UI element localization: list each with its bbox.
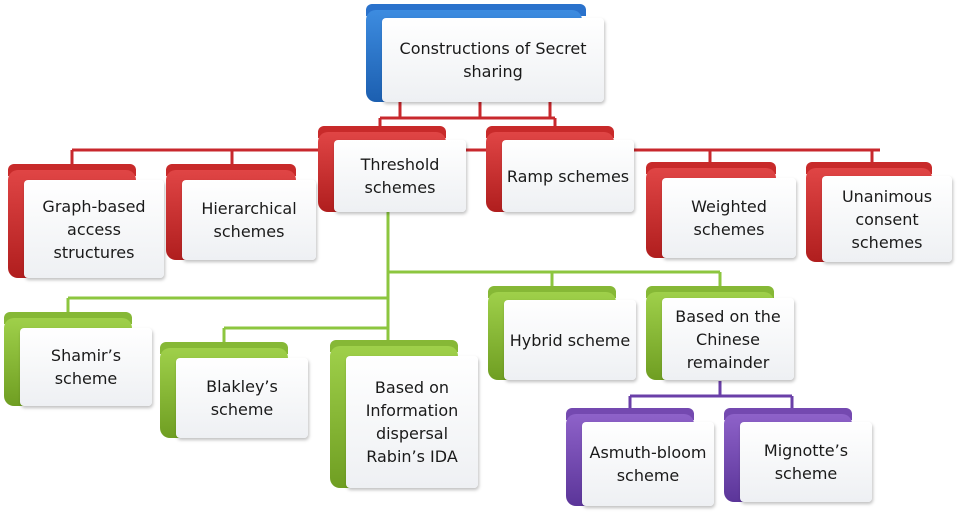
category-label: Ramp schemes [506,166,630,186]
category-threshold: Threshold schemes [318,126,466,212]
root-node-card: Constructions of Secret sharing [382,18,604,102]
threshold-child-blakley: Blakley’s scheme [160,342,308,440]
child-label: Based on the Chinese remainder [675,306,781,372]
category-graph-based: Graph-based access structures [8,164,164,280]
category-label: Weighted schemes [691,197,767,239]
child-label: Hybrid scheme [509,330,631,350]
category-label: Threshold schemes [360,155,440,197]
category-label: Unanimous consent schemes [841,186,933,252]
root-node: Constructions of Secret sharing [366,4,604,102]
threshold-child-shamir: Shamir’s scheme [4,312,152,408]
threshold-child-crt: Based on the Chinese remainder [646,286,794,382]
category-label: Graph-based access structures [42,196,146,262]
crt-child-label: Mignotte’s scheme [763,441,849,483]
crt-child-card: Asmuth-bloom scheme [582,422,714,506]
crt-child-asmuth-bloom: Asmuth-bloom scheme [566,408,714,508]
child-card: Shamir’s scheme [20,328,152,406]
threshold-child-ida: Based on Information dispersal Rabin’s I… [330,340,478,490]
crt-child-label: Asmuth-bloom scheme [589,443,707,485]
crt-child-card: Mignotte’s scheme [740,422,872,502]
category-card: Graph-based access structures [24,180,164,278]
root-label: Constructions of Secret sharing [399,39,587,81]
category-unanimous: Unanimous consent schemes [806,162,952,264]
category-card: Hierarchical schemes [182,180,316,260]
threshold-child-hybrid: Hybrid scheme [488,286,636,382]
child-card: Based on Information dispersal Rabin’s I… [346,356,478,488]
child-card: Hybrid scheme [504,300,636,380]
category-label: Hierarchical schemes [201,199,297,241]
child-label: Shamir’s scheme [50,346,122,388]
child-label: Blakley’s scheme [206,377,278,419]
category-hierarchical: Hierarchical schemes [166,164,316,262]
category-card: Unanimous consent schemes [822,176,952,262]
category-card: Ramp schemes [502,140,634,212]
category-ramp: Ramp schemes [486,126,634,212]
category-card: Threshold schemes [334,140,466,212]
child-card: Blakley’s scheme [176,358,308,438]
crt-child-mignotte: Mignotte’s scheme [724,408,872,504]
category-card: Weighted schemes [662,178,796,258]
child-card: Based on the Chinese remainder [662,298,794,380]
category-weighted: Weighted schemes [646,162,796,260]
child-label: Based on Information dispersal Rabin’s I… [365,378,459,466]
